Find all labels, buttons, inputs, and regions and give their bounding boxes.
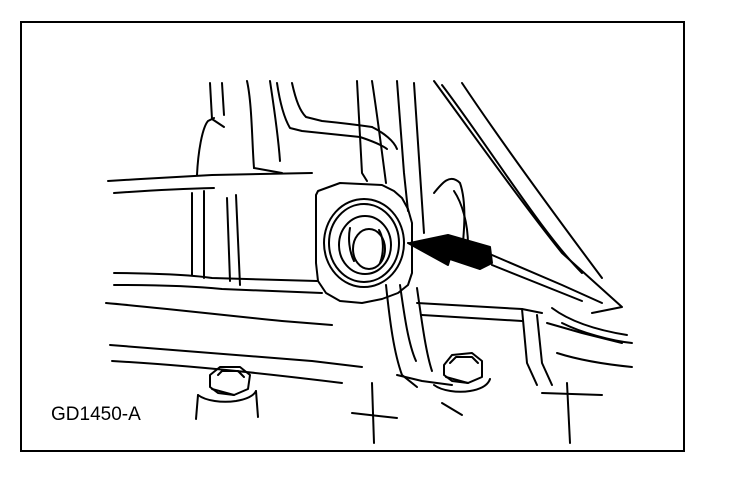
transmission-case-illustration [105, 80, 633, 444]
figure-label: GD1450-A [51, 404, 141, 425]
transmission-case-icon [105, 80, 633, 444]
seal-ring-icon [323, 198, 405, 288]
diagram-frame: GD1450-A [20, 21, 685, 452]
hex-bolt-icon [195, 352, 491, 420]
arrow-icon [407, 234, 493, 270]
